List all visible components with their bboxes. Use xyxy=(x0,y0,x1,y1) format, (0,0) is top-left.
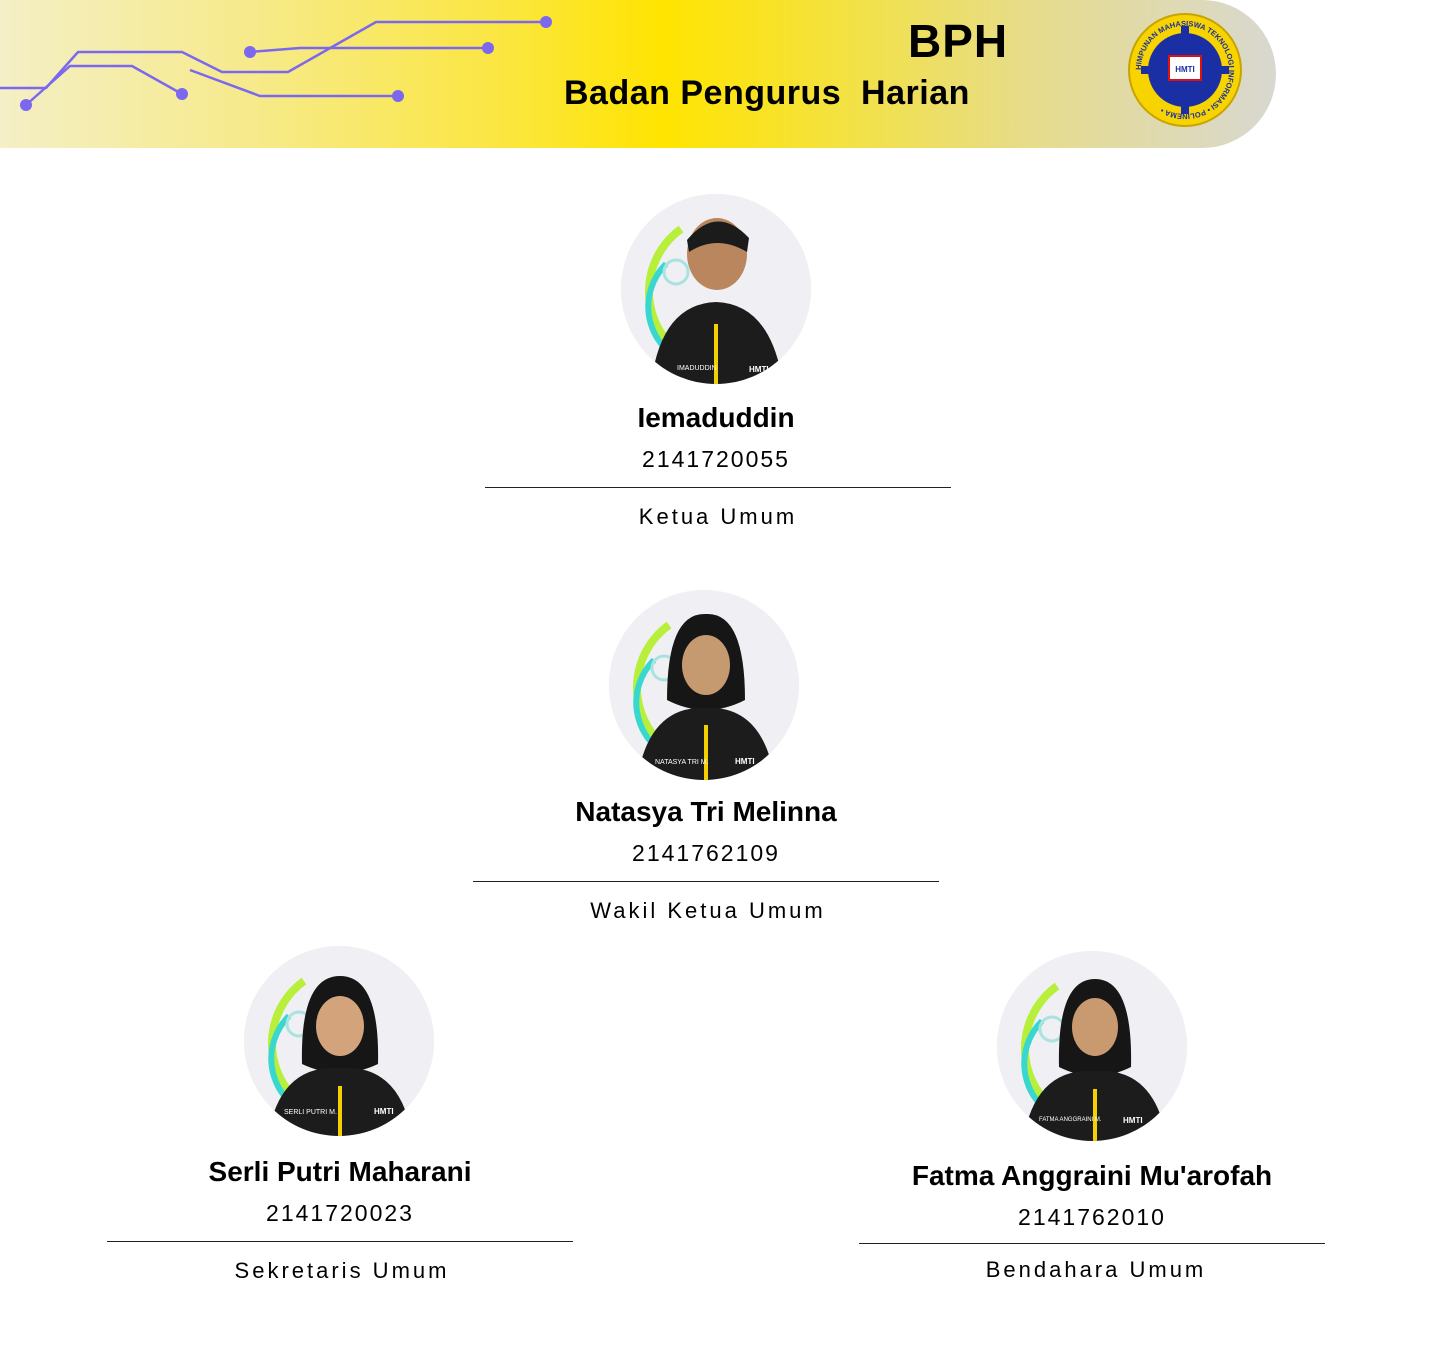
member-photo: FATMA ANGGRAINI M. HMTI xyxy=(997,951,1187,1141)
page-subtitle: Badan Pengurus Harian xyxy=(564,74,970,112)
divider xyxy=(473,881,939,882)
header-banner xyxy=(0,0,1276,148)
svg-text:HMTI: HMTI xyxy=(374,1107,394,1116)
svg-text:NATASYA TRI M.: NATASYA TRI M. xyxy=(655,759,709,766)
svg-text:FATMA ANGGRAINI M.: FATMA ANGGRAINI M. xyxy=(1039,1117,1102,1123)
hmti-logo: HMTI HIMPUNAN MAHASISWA TEKNOLOGI INFORM… xyxy=(1128,13,1242,127)
member-photo: SERLI PUTRI M. HMTI xyxy=(244,946,434,1136)
member-name: Natasya Tri Melinna xyxy=(575,796,837,827)
circuit-decoration xyxy=(0,16,552,111)
member-role: Bendahara Umum xyxy=(985,1257,1207,1282)
member-role: Ketua Umum xyxy=(638,504,798,529)
divider xyxy=(485,487,951,488)
member-name: Iemaduddin xyxy=(637,402,795,433)
member-photo: IMADUDDIN HMTI xyxy=(621,194,811,384)
svg-text:HMTI: HMTI xyxy=(1123,1116,1143,1125)
divider xyxy=(859,1243,1325,1244)
member-role: Sekretaris Umum xyxy=(234,1258,450,1283)
svg-text:HMTI: HMTI xyxy=(1175,65,1195,74)
member-nim: 2141762109 xyxy=(632,840,780,866)
member-nim: 2141762010 xyxy=(1018,1204,1166,1230)
member-photo: NATASYA TRI M. HMTI xyxy=(609,590,799,780)
member-role: Wakil Ketua Umum xyxy=(590,898,826,923)
member-name: Fatma Anggraini Mu'arofah xyxy=(911,1160,1273,1191)
member-nim: 2141720023 xyxy=(266,1200,414,1226)
svg-text:SERLI PUTRI M.: SERLI PUTRI M. xyxy=(284,1109,337,1116)
divider xyxy=(107,1241,573,1242)
svg-text:IMADUDDIN: IMADUDDIN xyxy=(677,365,717,372)
svg-text:HMTI: HMTI xyxy=(749,365,769,374)
member-name: Serli Putri Maharani xyxy=(208,1156,472,1187)
member-nim: 2141720055 xyxy=(642,446,790,472)
page-title: BPH xyxy=(908,15,1009,67)
svg-text:HMTI: HMTI xyxy=(735,757,755,766)
